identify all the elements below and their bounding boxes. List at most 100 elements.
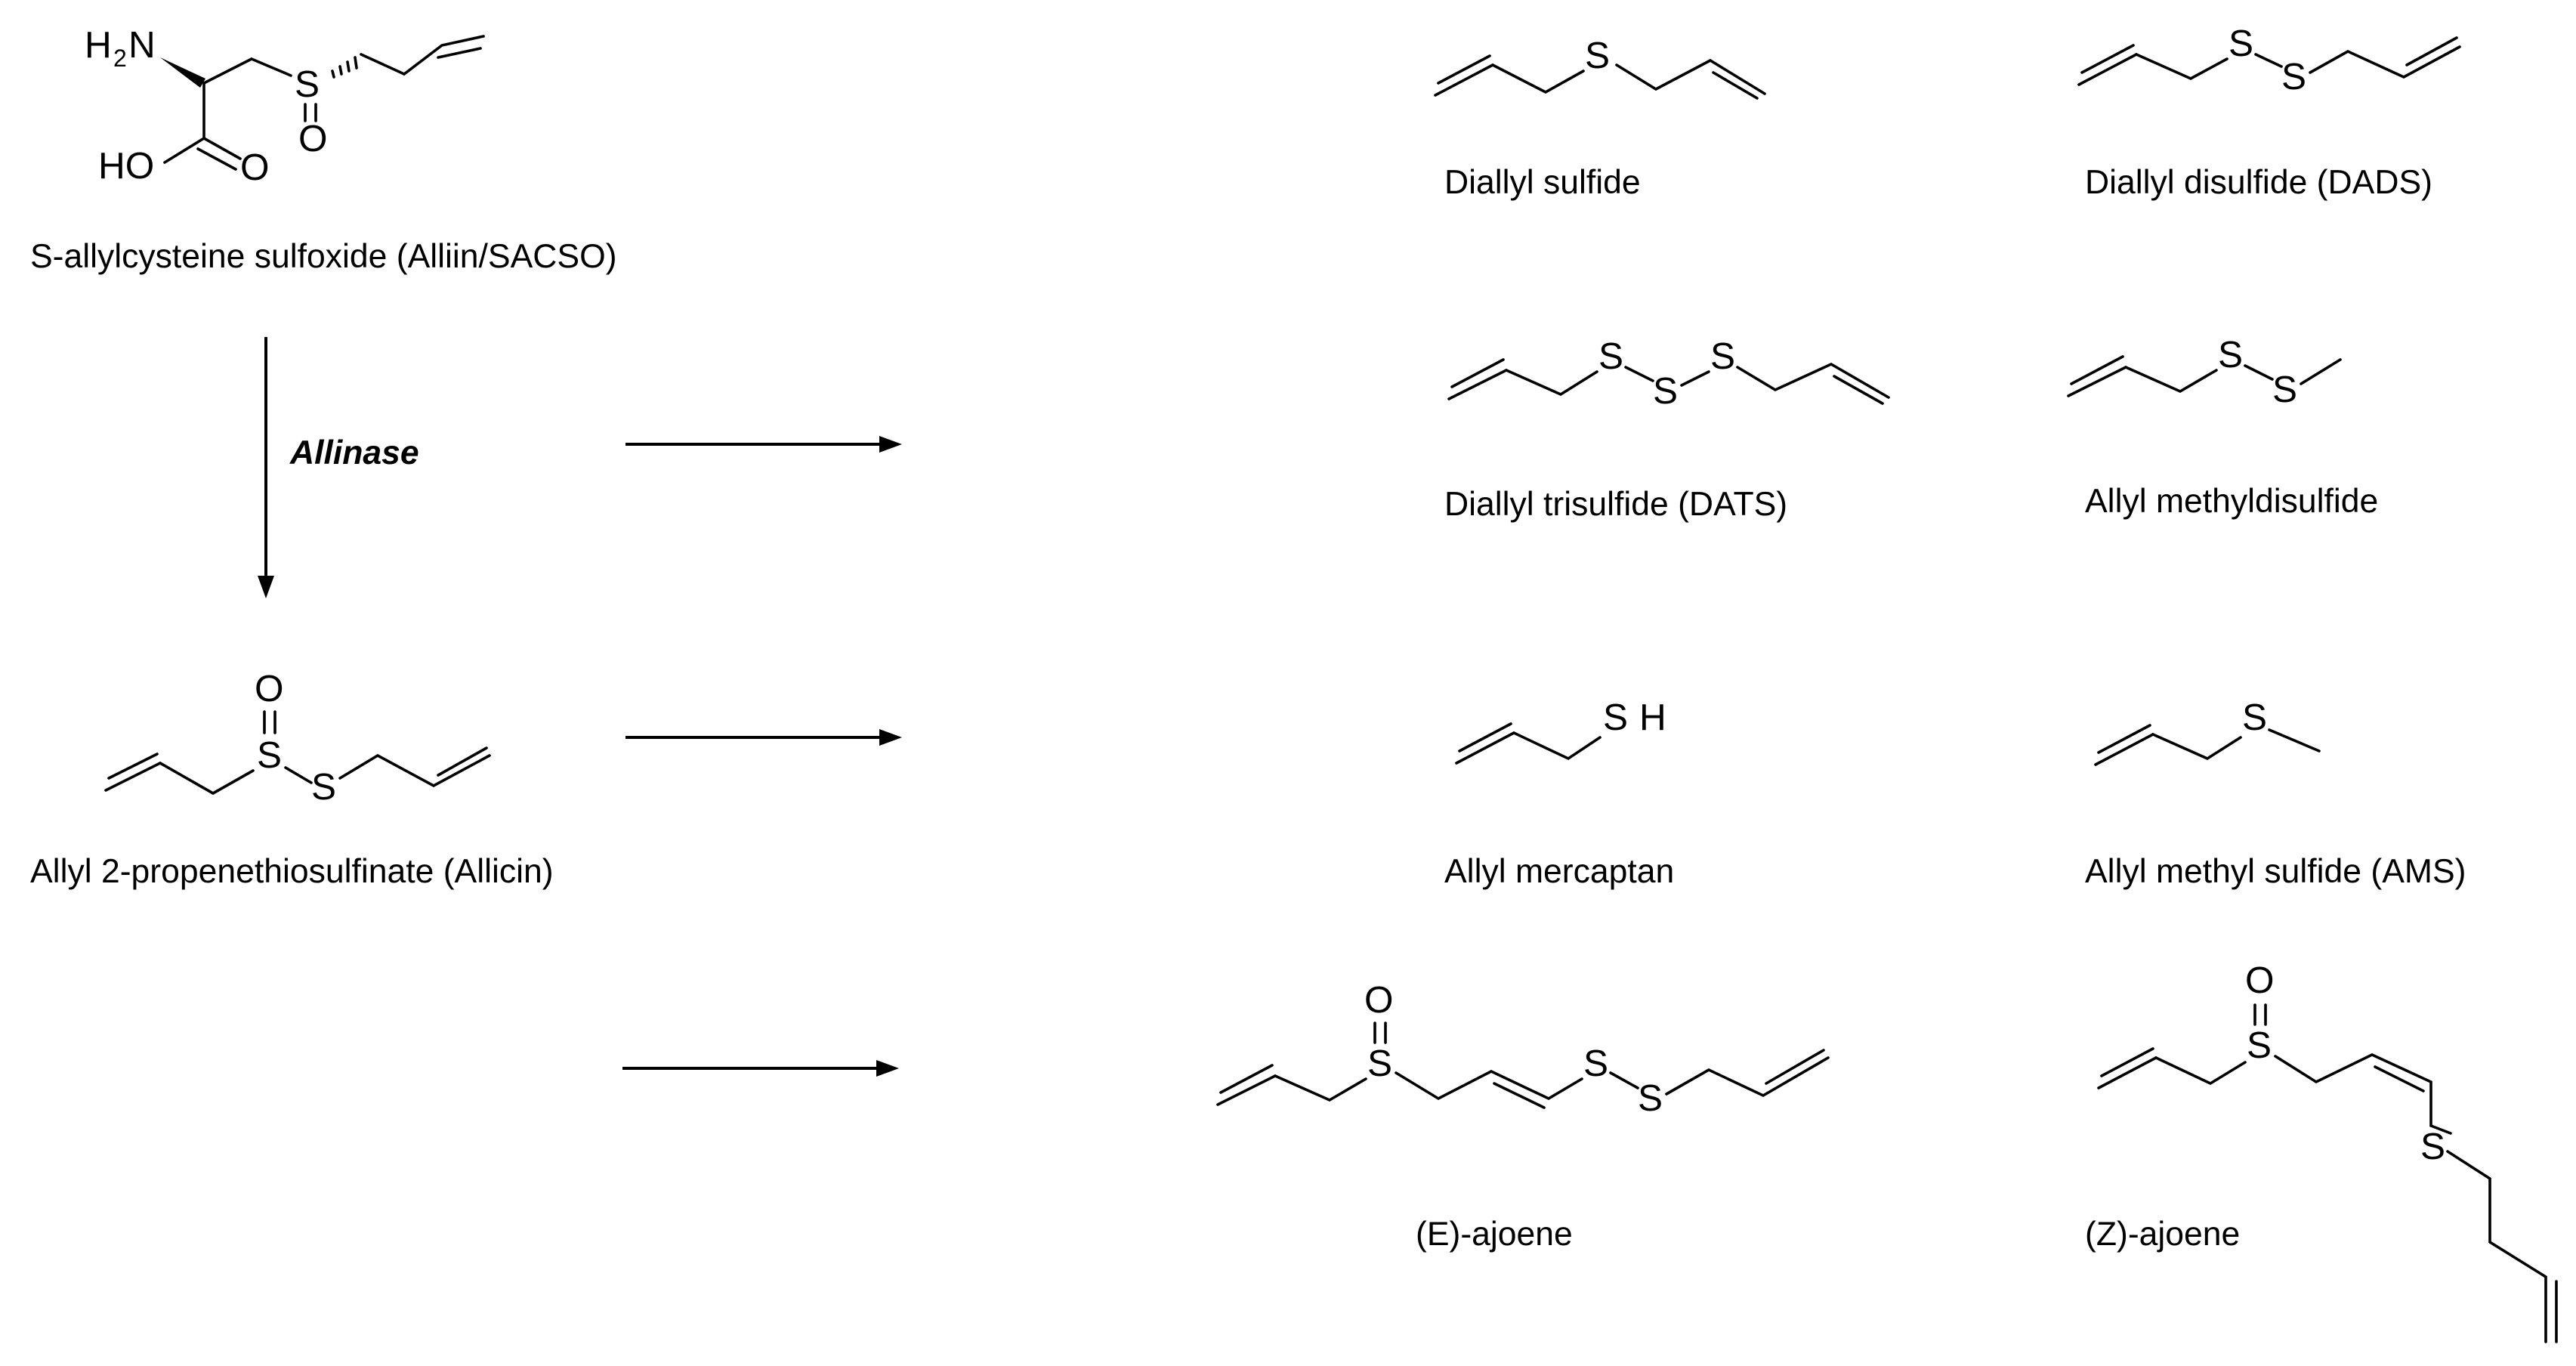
allicin-structure: S O S <box>104 668 491 808</box>
e-ajoene-bond <box>1373 1021 1387 1044</box>
allicin-bond <box>263 710 276 734</box>
alliin-bond <box>196 137 242 171</box>
ams-atom-s: S <box>2242 697 2267 738</box>
reaction-arrow <box>625 436 902 453</box>
diallyl-sulfide-label: Diallyl sulfide <box>1444 164 1641 201</box>
allicin-bond <box>159 762 255 796</box>
alliin-bond <box>163 137 205 164</box>
e-ajoene-bond <box>1765 1049 1825 1085</box>
allyl-mercaptan-bond <box>1455 722 1515 765</box>
e-ajoene-atom-o: O <box>1364 979 1394 1021</box>
alliin-atom-s: S <box>295 63 320 105</box>
alliin-structure: H 2 N S O HO O <box>85 24 485 188</box>
alliin-atom-h-subscript: 2 <box>113 45 127 72</box>
e-ajoene-label: (E)-ajoene <box>1416 1216 1573 1253</box>
allicin-bond <box>104 753 162 792</box>
dads-bond <box>2135 53 2229 81</box>
alliin-bond <box>360 35 485 76</box>
e-ajoene-atom-s: S <box>1367 1043 1392 1084</box>
dads-atom-s: S <box>2281 56 2306 97</box>
allyl-methyldisulfide-structure: S S <box>2067 334 2342 410</box>
allinase-arrow <box>258 337 274 598</box>
z-ajoene-bond <box>2374 1065 2425 1092</box>
e-ajoene-bond <box>1274 1074 1367 1102</box>
allyl-mercaptan-bond <box>1512 731 1602 761</box>
reaction-arrow <box>625 729 902 746</box>
allicin-bond <box>284 766 313 784</box>
e-ajoene-atom-s: S <box>1583 1043 1608 1084</box>
ams-bond <box>2268 728 2321 753</box>
dads-bond <box>2309 45 2461 79</box>
reaction-arrow <box>622 1060 899 1077</box>
allyl-mercaptan-structure: S H <box>1455 697 1666 765</box>
alliin-atom-o: O <box>298 118 328 159</box>
z-ajoene-bond <box>2446 1150 2547 1343</box>
dats-bond <box>1505 369 1598 397</box>
z-ajoene-bond <box>2154 1056 2247 1086</box>
diallyl-sulfide-bond <box>1491 63 1585 94</box>
allyl-methyldisulfide-label: Allyl methyldisulfide <box>2085 483 2378 520</box>
allicin-atom-s: S <box>257 734 282 776</box>
allyl-methyldisulfide-bond <box>2244 364 2274 381</box>
dats-atom-s: S <box>1653 370 1678 412</box>
allicin-atom-s: S <box>311 766 336 808</box>
ams-bond <box>2094 724 2154 766</box>
allyl-mercaptan-label: Allyl mercaptan <box>1444 853 1674 890</box>
alliin-hashed-bond <box>331 56 358 79</box>
alliin-label: S-allylcysteine sulfoxide (Alliin/SACSO) <box>30 238 617 275</box>
dads-atom-s: S <box>2229 23 2253 64</box>
e-ajoene-bond <box>1609 1071 1639 1089</box>
alliin-atom-n: N <box>128 24 156 66</box>
allyl-methyldisulfide-atom-s: S <box>2272 369 2297 410</box>
z-ajoene-bond <box>2253 1003 2267 1026</box>
ams-label: Allyl methyl sulfide (AMS) <box>2085 853 2466 890</box>
diallyl-sulfide-bond <box>1434 54 1494 97</box>
dats-bond <box>1624 366 1654 382</box>
dats-atom-s: S <box>1710 335 1735 377</box>
alliin-bond <box>202 57 253 85</box>
diallyl-sulfide-structure: S <box>1434 35 1766 100</box>
allyl-methyldisulfide-bond <box>2124 366 2218 394</box>
alliin-bond <box>304 103 317 122</box>
z-ajoene-bond <box>2097 1047 2157 1089</box>
e-ajoene-bond <box>1493 1082 1546 1109</box>
diallyl-sulfide-atom-s: S <box>1585 35 1610 76</box>
allicin-label: Allyl 2-propenethiosulfinate (Allicin) <box>30 853 554 890</box>
ams-structure: S <box>2094 697 2321 766</box>
alliin-atom-o: O <box>240 147 270 188</box>
dats-structure: S S S <box>1447 335 1890 412</box>
e-ajoene-bond <box>1216 1064 1277 1106</box>
e-ajoene-structure: S O S S <box>1216 979 1830 1119</box>
dats-bond <box>1833 375 1884 405</box>
allicin-bond <box>338 753 491 788</box>
e-ajoene-bond <box>1665 1056 1830 1098</box>
alliin-bond <box>437 47 482 59</box>
z-ajoene-bond <box>2274 1053 2432 1127</box>
dats-atom-s: S <box>1598 335 1623 377</box>
dats-bond <box>1736 362 1890 399</box>
allyl-methyldisulfide-atom-s: S <box>2218 334 2243 375</box>
dats-bond <box>1680 370 1710 387</box>
dats-bond <box>1447 358 1508 400</box>
allyl-mercaptan-atom-h: H <box>1639 697 1666 738</box>
allicin-bond <box>437 746 488 777</box>
diallyl-sulfide-bond <box>1615 58 1766 95</box>
ams-bond <box>2151 733 2242 761</box>
z-ajoene-atom-o: O <box>2245 960 2275 1001</box>
z-ajoene-atom-s: S <box>2420 1126 2445 1167</box>
dads-label: Diallyl disulfide (DADS) <box>2085 164 2432 201</box>
z-ajoene-structure: S O S <box>2097 960 2558 1343</box>
allyl-methyldisulfide-bond <box>2300 358 2342 385</box>
dads-structure: S S <box>2077 23 2461 97</box>
allinase-label: Allinase <box>289 434 419 471</box>
alliin-wedge-bond <box>160 57 205 88</box>
z-ajoene-atom-s: S <box>2247 1024 2272 1066</box>
e-ajoene-bond <box>1395 1069 1583 1101</box>
dats-label: Diallyl trisulfide (DATS) <box>1444 486 1787 523</box>
dads-bond <box>2254 53 2283 68</box>
alliin-atom-h: H <box>85 24 112 66</box>
allyl-methyldisulfide-bond <box>2067 355 2127 397</box>
allyl-mercaptan-atom-s: S <box>1603 697 1628 738</box>
alliin-atom-ho: HO <box>98 145 154 187</box>
